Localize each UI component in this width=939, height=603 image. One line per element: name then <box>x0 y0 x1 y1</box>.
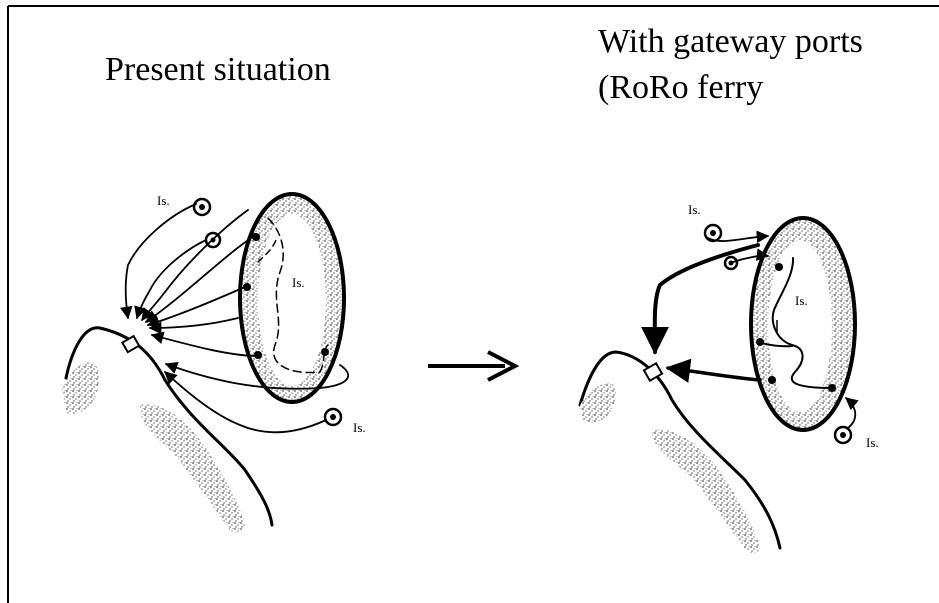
left-route <box>152 335 255 356</box>
left-main-island-label: Is. <box>292 275 305 290</box>
left-mainland-stipple-2 <box>140 404 245 533</box>
transition-arrow <box>428 352 515 380</box>
right-title-line2: (RoRo ferry <box>598 69 763 106</box>
right-small-island-bottom-dot <box>840 432 846 438</box>
right-small-island-bottom-label: Is. <box>866 435 879 450</box>
left-main-island-interior <box>258 214 326 386</box>
right-port-dot <box>756 338 764 346</box>
left-port-dot <box>254 351 262 359</box>
right-gateway-route <box>655 245 758 352</box>
left-route <box>142 210 248 320</box>
right-panel: With gateway ports (RoRo ferry Is. Is. I… <box>580 23 879 553</box>
right-mainland-stipple-2 <box>652 429 760 553</box>
right-title-line1: With gateway ports <box>598 23 863 60</box>
right-feeder-route <box>846 398 855 428</box>
right-port-dot <box>775 263 783 271</box>
left-port <box>122 336 139 352</box>
left-route <box>137 240 206 318</box>
left-route <box>126 204 196 318</box>
left-small-island-bottom-dot <box>330 414 336 420</box>
left-panel: Present situation Is. Is. Is. <box>62 51 366 533</box>
right-port-dot <box>828 384 836 392</box>
right-small-island-top-label: Is. <box>688 202 701 217</box>
right-small-island-top-dot <box>710 230 716 236</box>
left-small-island-top-label: Is. <box>157 193 170 208</box>
left-small-island-bottom-label: Is. <box>353 420 366 435</box>
right-gateway-route <box>668 368 760 380</box>
left-route <box>146 236 254 322</box>
right-port-dot <box>768 376 776 384</box>
left-port-dot <box>321 348 329 356</box>
left-title: Present situation <box>105 51 331 88</box>
left-small-island-top-dot <box>199 204 205 210</box>
right-main-island-label: Is. <box>795 293 808 308</box>
